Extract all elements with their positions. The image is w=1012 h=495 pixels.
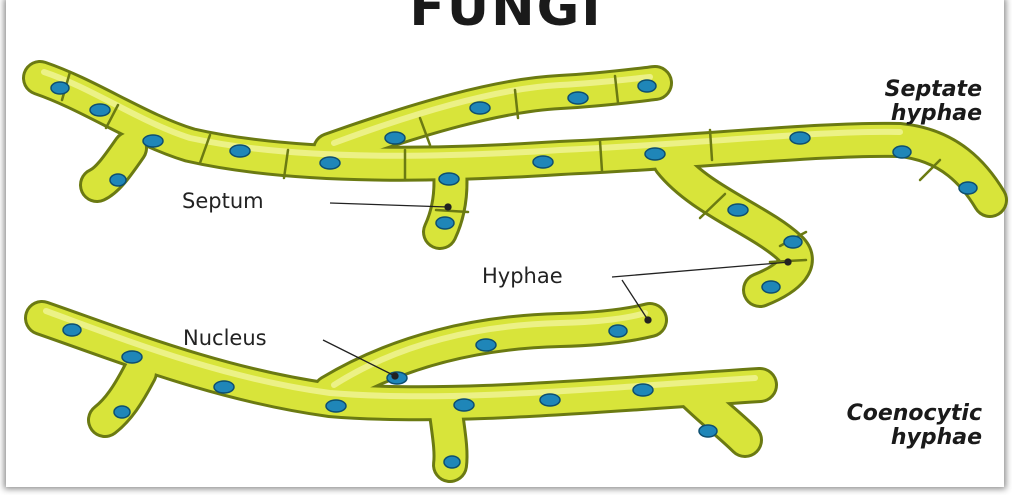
coenocytic-hyphae-label: Coenocytic hyphae [847, 402, 982, 450]
hyphae-label: Hyphae [482, 264, 563, 288]
septate-hyphae-label: Septate hyphae [885, 78, 982, 126]
page-title: FUNGI [0, 0, 1012, 38]
septum-label: Septum [182, 189, 264, 213]
septate-hyphae-body [40, 78, 990, 290]
coenocytic-label-line1: Coenocytic [847, 402, 982, 426]
coenocytic-label-line2: hyphae [847, 426, 982, 450]
septate-label-line2: hyphae [885, 102, 982, 126]
nucleus-label: Nucleus [183, 326, 267, 350]
septate-label-line1: Septate [885, 78, 982, 102]
